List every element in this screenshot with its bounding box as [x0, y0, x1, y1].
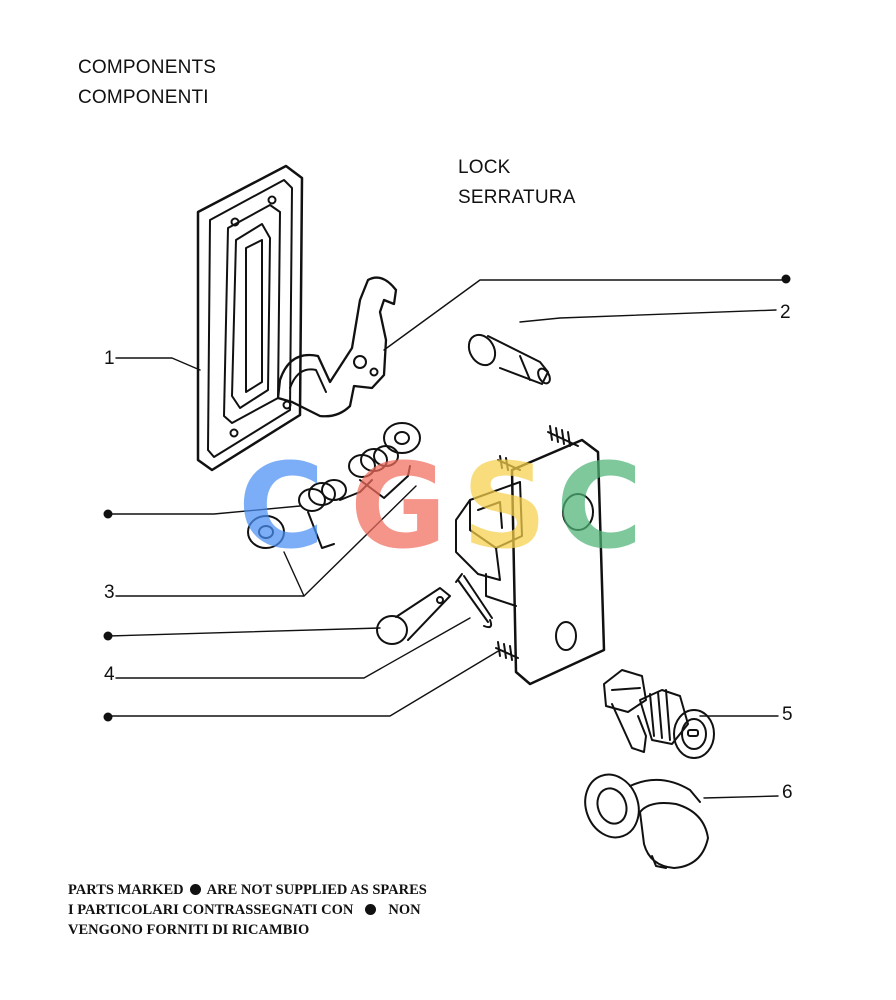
group-title-en: LOCK [458, 157, 511, 178]
callout-3: 3 [104, 582, 115, 603]
part-3-springs-washers [247, 422, 421, 549]
part-5-key-cylinder [603, 669, 715, 759]
marker-dot [103, 712, 113, 722]
watermark-letter: C [238, 437, 325, 575]
lock-body-plate [455, 425, 606, 686]
note-line-it-2: VENGONO FORNITI DI RICAMBIO [68, 922, 310, 938]
group-title: LOCK SERRATURA [458, 153, 576, 213]
callout-1: 1 [104, 348, 115, 369]
part-1-handle-frame [196, 164, 398, 472]
group-title-it: SERRATURA [458, 187, 576, 208]
section-title-en: COMPONENTS [78, 57, 217, 78]
callout-2: 2 [780, 302, 791, 323]
leader-lines [107, 279, 785, 799]
marker-dot [103, 509, 113, 519]
watermark-logo: C G S C [238, 437, 643, 575]
callout-5: 5 [782, 704, 793, 725]
watermark-letter: C [556, 437, 643, 575]
watermark-letter: S [462, 437, 547, 575]
part-4-clevis-pin [376, 573, 493, 645]
callout-6: 6 [782, 782, 793, 803]
part-6-dust-cap [584, 773, 709, 869]
section-title: COMPONENTS COMPONENTI [78, 53, 216, 113]
watermark-letter: G [350, 437, 447, 575]
marker-dot [103, 631, 113, 641]
bullet-icon [365, 904, 377, 916]
part-2-pin [467, 333, 551, 385]
marker-dot [781, 274, 791, 284]
callout-4: 4 [104, 664, 115, 685]
section-title-it: COMPONENTI [78, 87, 209, 108]
bullet-icon [189, 884, 201, 896]
not-supplied-markers [103, 274, 791, 722]
